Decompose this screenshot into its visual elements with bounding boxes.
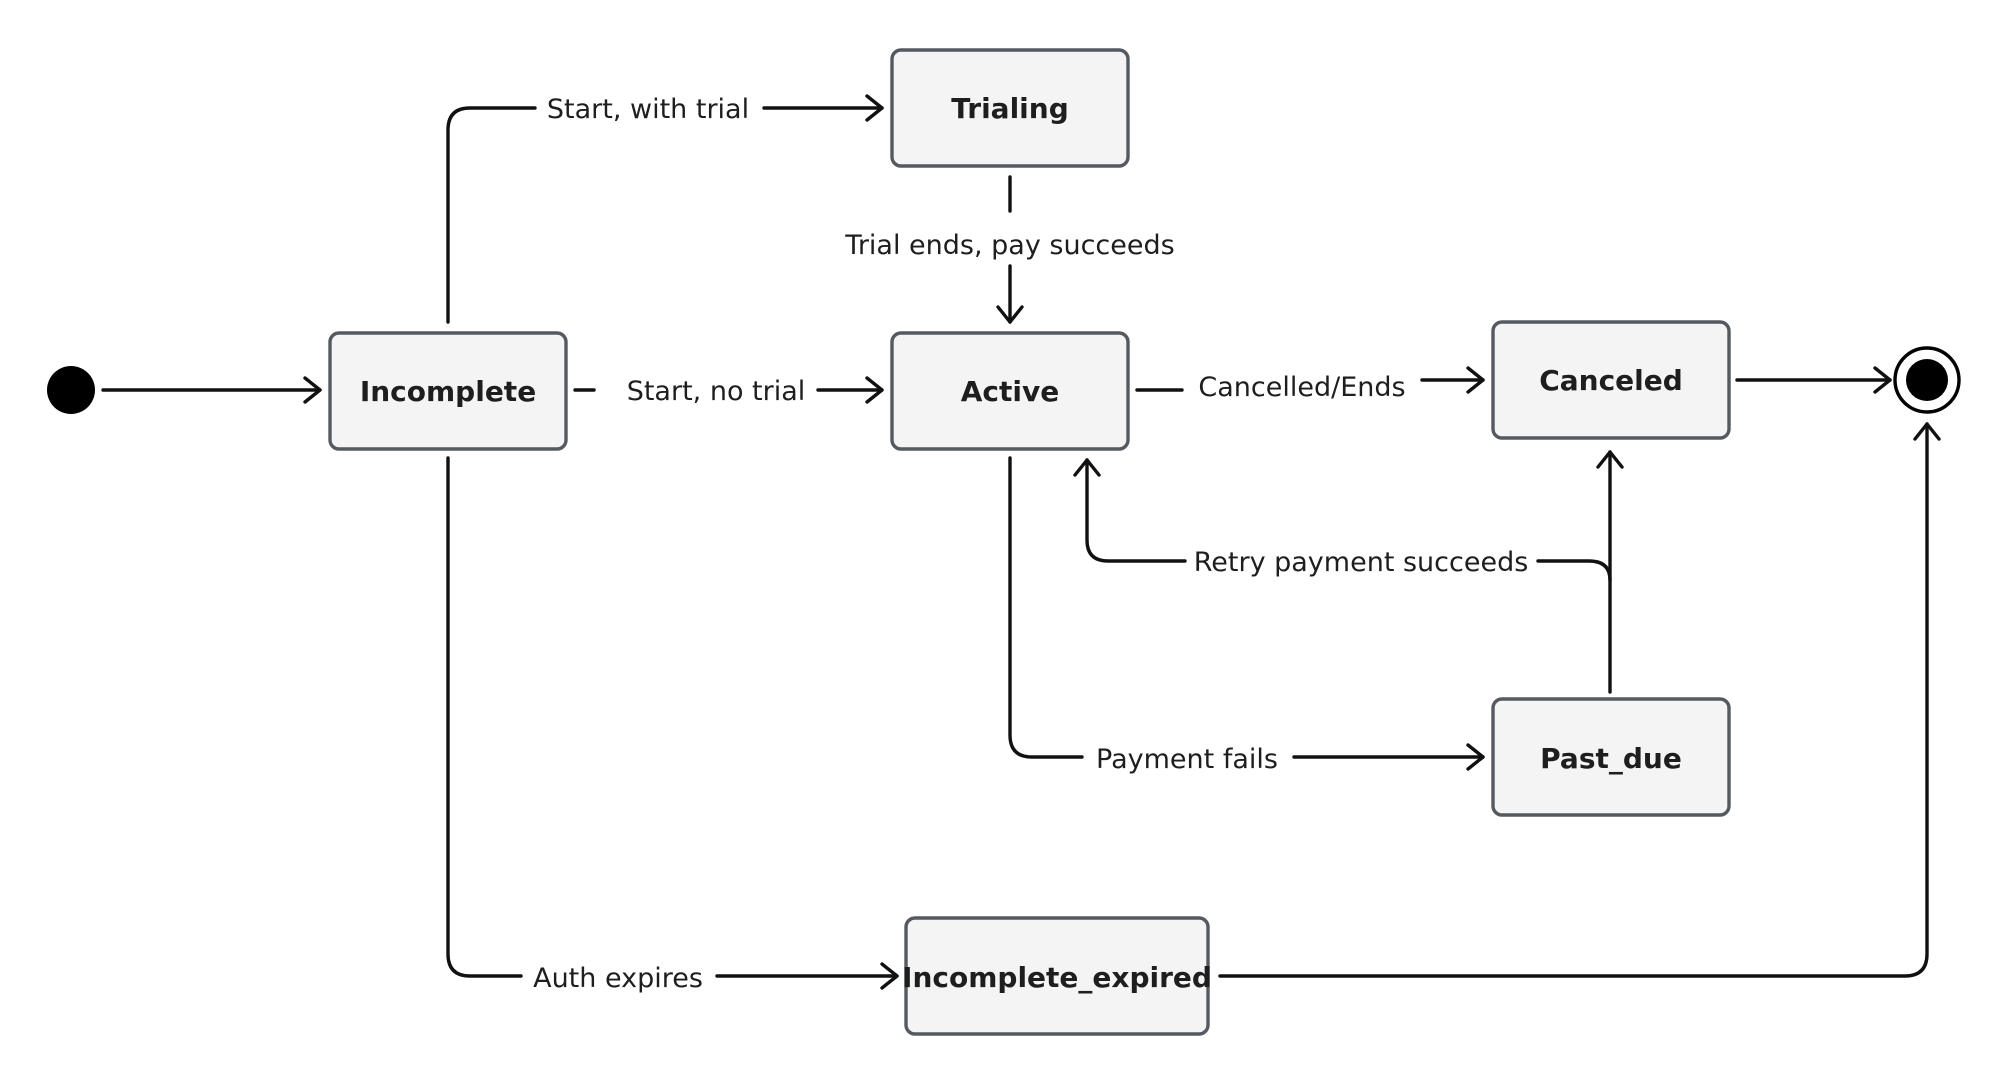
state-canceled: Canceled [1491, 320, 1731, 440]
edge-auth-expires [446, 456, 899, 990]
label-start-with-trial: Start, with trial [547, 94, 749, 125]
state-canceled-label: Canceled [1539, 364, 1683, 397]
state-incomplete: Incomplete [328, 331, 568, 451]
state-trialing: Trialing [890, 48, 1130, 168]
edge-start-no-trial [573, 376, 884, 404]
label-auth-expires: Auth expires [533, 963, 703, 994]
state-trialing-label: Trialing [951, 92, 1069, 125]
edge-expired-to-final [1218, 422, 1941, 978]
state-incomplete-expired-label: Incomplete_expired [902, 961, 1212, 994]
state-past-due-label: Past_due [1540, 742, 1682, 775]
edge-canceled-to-final [1735, 366, 1892, 394]
edge-trial-ends-pay-succeeds [996, 175, 1024, 324]
label-cancelled-ends: Cancelled/Ends [1198, 372, 1405, 403]
label-retry-payment-succeeds: Retry payment succeeds [1194, 547, 1529, 578]
edge-cancelled-ends [1135, 366, 1485, 394]
state-past-due: Past_due [1491, 697, 1731, 817]
label-payment-fails: Payment fails [1096, 744, 1278, 775]
final-state [1893, 346, 1961, 414]
state-incomplete-expired: Incomplete_expired [902, 916, 1212, 1036]
edge-payment-fails [1008, 456, 1485, 771]
initial-state-dot [47, 366, 95, 414]
state-active-label: Active [961, 375, 1060, 408]
edge-initial-to-incomplete [101, 376, 322, 404]
state-active: Active [890, 331, 1130, 451]
edge-retry-payment-succeeds [1073, 450, 1624, 694]
edge-start-with-trial [446, 94, 884, 324]
label-start-no-trial: Start, no trial [627, 376, 806, 407]
label-trial-ends-pay-succeeds: Trial ends, pay succeeds [844, 230, 1174, 261]
state-incomplete-label: Incomplete [360, 375, 536, 408]
